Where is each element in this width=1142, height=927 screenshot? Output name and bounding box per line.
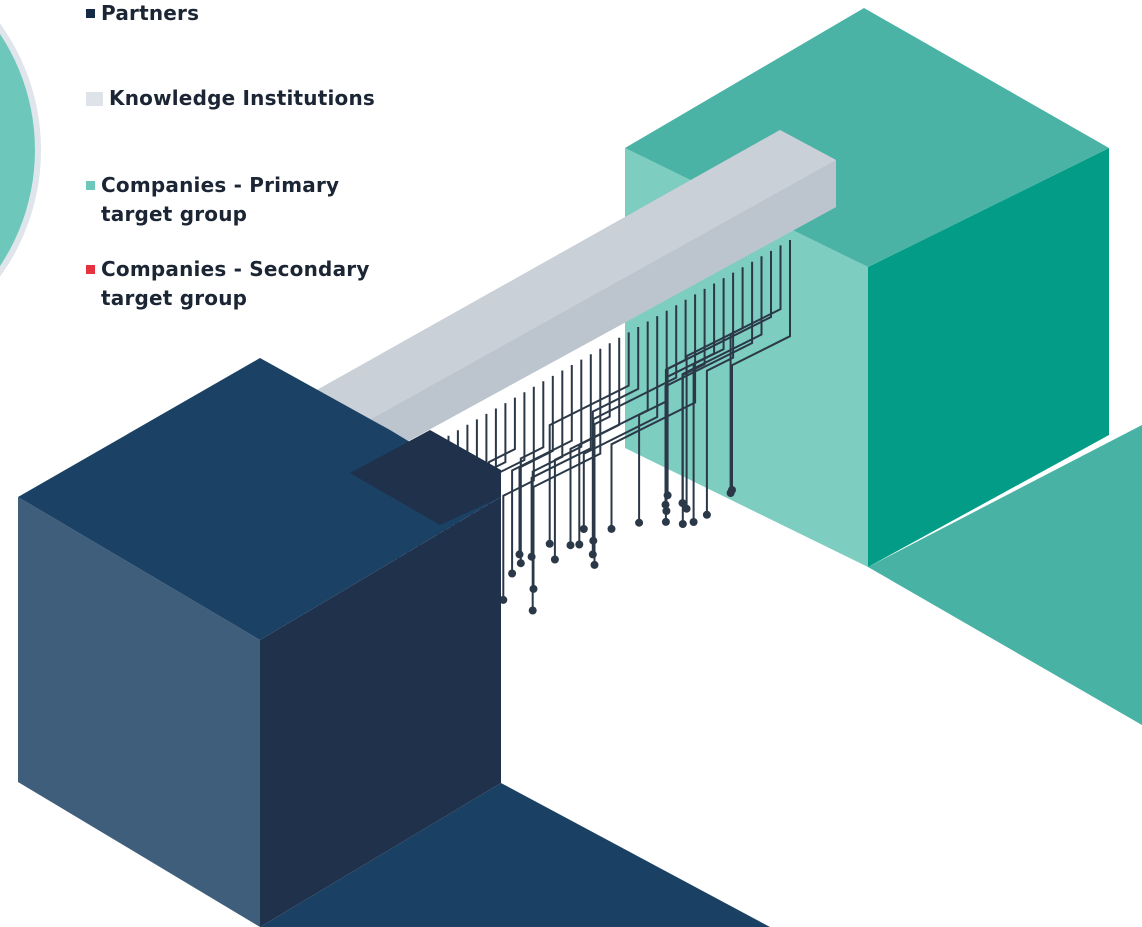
legend-item-knowledge-institutions: Knowledge Institutions xyxy=(86,84,375,113)
legend-label-companies-primary: Companies - Primary target group xyxy=(101,173,340,226)
partners-block-top-face xyxy=(18,358,501,640)
circuit-node xyxy=(661,517,670,526)
circuit-node xyxy=(678,499,687,508)
legend-swatch-companies-primary xyxy=(86,181,95,190)
legend-swatch-partners xyxy=(86,9,95,18)
primary-floor-shadow xyxy=(868,425,1142,725)
circuit-trace xyxy=(531,370,564,611)
circuit-node xyxy=(528,606,537,615)
circuit-node xyxy=(508,569,517,578)
circuit-trace xyxy=(638,310,668,523)
circuit-trace xyxy=(664,261,754,505)
partners-block-notch xyxy=(350,430,501,525)
circuit-node xyxy=(661,500,670,509)
partners-block-left-face xyxy=(18,497,260,927)
circuit-node xyxy=(663,491,672,500)
circuit-node xyxy=(575,540,584,549)
circuit-node xyxy=(682,504,691,513)
primary-block-right-face xyxy=(868,148,1109,567)
circuit-node xyxy=(550,555,559,564)
circuit-trace xyxy=(548,332,630,544)
circuit-node xyxy=(579,525,588,533)
circuit-trace xyxy=(692,278,725,522)
circuit-trace xyxy=(610,294,697,529)
side-circle-decoration xyxy=(0,23,41,277)
legend-swatch-knowledge-institutions xyxy=(86,92,103,106)
circuit-trace xyxy=(593,343,611,565)
circuit-node xyxy=(728,486,736,494)
legend-item-partners: Partners xyxy=(86,0,199,28)
side-circle-fill xyxy=(0,34,35,266)
circuit-node xyxy=(566,541,575,550)
circuit-node xyxy=(590,560,599,569)
partners-block xyxy=(18,358,770,927)
legend-item-companies-secondary: Companies - Secondary target group xyxy=(86,255,370,313)
circuit-trace xyxy=(731,240,791,490)
circuit-trace xyxy=(569,321,649,546)
knowledge-bar-front-face xyxy=(350,160,836,473)
circuit-trace xyxy=(705,272,735,515)
legend-label-knowledge-institutions: Knowledge Institutions xyxy=(109,86,376,110)
circuit-trace xyxy=(681,256,763,504)
circuit-node xyxy=(545,539,554,548)
circuit-trace xyxy=(511,365,573,574)
circuit-node xyxy=(689,518,698,526)
circuit-node xyxy=(662,507,671,515)
circuit-node xyxy=(635,518,644,527)
circuit-node xyxy=(678,520,687,528)
partners-floor-shadow xyxy=(260,783,770,927)
knowledge-bar-top-face xyxy=(292,130,836,431)
circuit-trace xyxy=(592,305,678,541)
circuit-trace xyxy=(685,267,744,509)
circuit-trace xyxy=(530,354,592,557)
circuit-trace xyxy=(519,381,545,564)
circuit-node xyxy=(529,584,538,593)
circuit-node xyxy=(702,510,711,519)
circuit-trace xyxy=(532,348,602,589)
circuit-node xyxy=(589,536,598,545)
circuit-trace xyxy=(729,245,782,493)
circuit-trace xyxy=(666,250,772,496)
circuit-trace xyxy=(582,316,659,529)
circuit-node xyxy=(607,524,616,533)
partners-block-right-face xyxy=(260,497,501,927)
circuit-node xyxy=(515,550,524,559)
primary-target-group-block xyxy=(625,8,1142,725)
legend-swatch-companies-secondary xyxy=(86,265,95,274)
circuit-node xyxy=(588,550,597,559)
legend-item-companies-primary: Companies - Primary target group xyxy=(86,171,339,229)
circuit-node xyxy=(516,559,525,568)
circuit-node xyxy=(499,595,508,604)
legend-label-partners: Partners xyxy=(101,1,200,25)
circuit-trace xyxy=(553,359,583,560)
legend-label-companies-secondary: Companies - Secondary target group xyxy=(101,257,370,310)
